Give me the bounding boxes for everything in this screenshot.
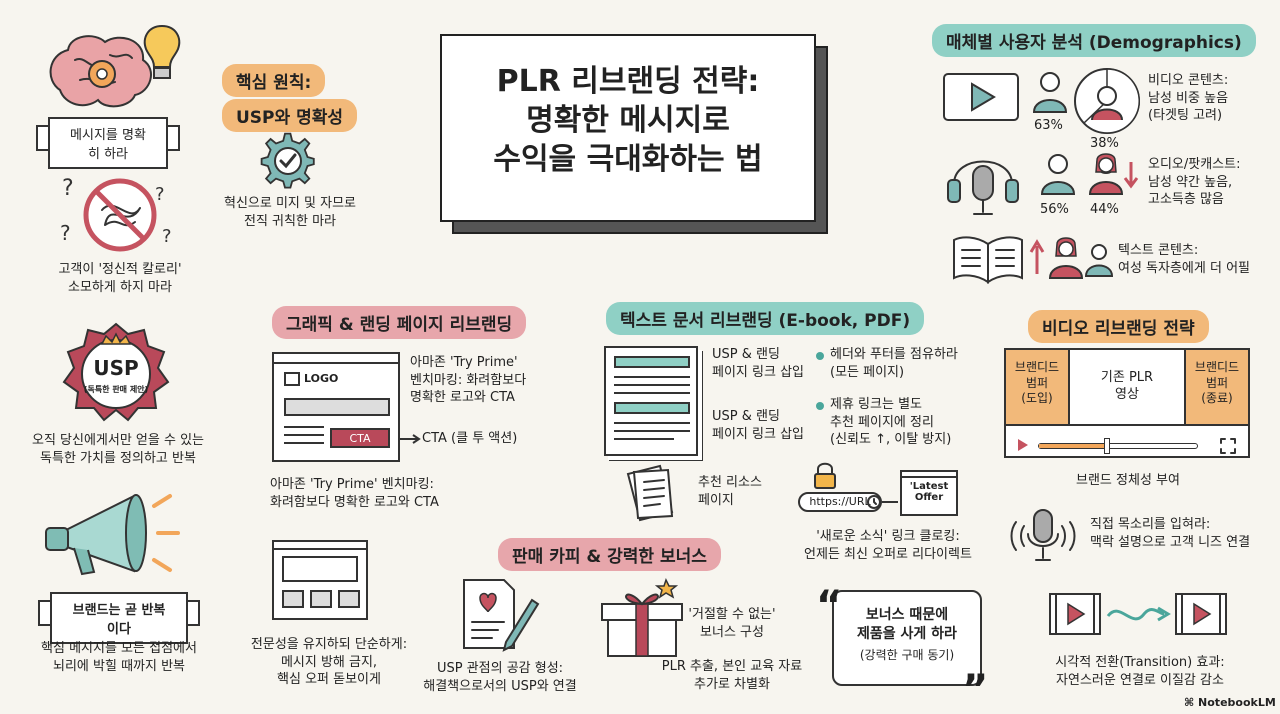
simple-caption: 전문성을 유지하되 단순하게: 메시지 방해 금지, 핵심 오퍼 돋보이게 xyxy=(250,637,408,688)
graphic-bottom-text: 아마존 'Try Prime' 벤치마킹: 화려함보다 명확한 로고와 CTA xyxy=(270,477,439,510)
text-docs-heading: 텍스트 문서 리브랜딩 (E-book, PDF) xyxy=(606,302,925,335)
demographics-heading: 매체별 사용자 분석 (Demographics) xyxy=(932,24,1256,57)
video-male-pct: 63% xyxy=(1034,118,1063,133)
quote-box: 보너스 때문에 제품을 사게 하라 (강력한 구매 동기) xyxy=(832,590,982,686)
up-arrow-icon xyxy=(1029,239,1045,274)
video-gender-pie xyxy=(1074,68,1140,134)
fullscreen-icon[interactable] xyxy=(1220,438,1236,454)
svg-text:?: ? xyxy=(62,176,74,201)
progress-handle[interactable] xyxy=(1104,438,1110,454)
cta-label: CTA (클 투 액션) xyxy=(422,431,518,446)
core-caption: 혁신으로 미지 및 자므로 전직 귀칙한 마라 xyxy=(224,196,356,229)
gear-check-icon xyxy=(260,132,315,189)
usp-badge xyxy=(62,322,170,422)
open-book-icon xyxy=(953,236,1023,284)
video-female-pct: 38% xyxy=(1090,136,1119,151)
landing-page-mockup: LOGO CTA xyxy=(272,352,400,462)
megaphone-icon xyxy=(45,494,180,576)
ribbon-brand-repeat: 브랜드는 곧 반복이다 xyxy=(38,592,200,644)
voice-mic-icon xyxy=(1010,509,1076,561)
title-line2: 명확한 메시지로 xyxy=(526,103,730,138)
lock-icon xyxy=(814,462,836,489)
gift-box-icon xyxy=(601,578,683,657)
ribbon-clear-message: 메시지를 명확히 하라 xyxy=(36,117,180,169)
progress-bar[interactable] xyxy=(1038,443,1198,449)
contract-pen-icon xyxy=(463,579,540,652)
simple-layout-mockup xyxy=(272,540,368,620)
logo-label: LOGO xyxy=(304,372,339,385)
graphic-heading: 그래픽 & 랜딩 페이지 리브랜딩 xyxy=(272,306,527,339)
transition-icon xyxy=(1049,593,1227,635)
female-user-icon-audio xyxy=(1088,153,1124,195)
bullet-dot-1 xyxy=(816,352,824,360)
audio-male-pct: 56% xyxy=(1040,202,1069,217)
voice-caption: 직접 목소리를 입혀라: 맥락 설명으로 고객 니즈 연결 xyxy=(1090,517,1251,550)
video-play-icon xyxy=(943,73,1019,121)
quote-close-icon: ” xyxy=(962,667,989,713)
down-arrow-icon xyxy=(1123,162,1139,189)
lightbulb-icon xyxy=(143,24,181,79)
graphic-side-text: 아마존 'Try Prime' 벤치마킹: 화려함보다 명확한 로고와 CTA xyxy=(410,355,527,406)
svg-text:?: ? xyxy=(60,221,71,245)
url-pill[interactable]: https://URL xyxy=(798,492,882,512)
original-video: 기존 PLR 영상 xyxy=(1100,370,1154,402)
notebooklm-brand: ⌘ NotebookLM xyxy=(1184,696,1276,709)
male-user-icon-audio xyxy=(1040,154,1076,195)
papers-icon xyxy=(626,464,674,522)
news-cloaking-caption: '새로운 소식' 링크 클로킹: 언제든 최신 오퍼로 리다이렉트 xyxy=(804,529,972,562)
audio-female-pct: 44% xyxy=(1090,202,1119,217)
calorie-caption: 고객이 '정신적 칼로리' 소모하게 하지 마라 xyxy=(58,262,182,295)
usp-badge-label: USP xyxy=(93,356,139,380)
quote-open-icon: “ xyxy=(816,583,843,629)
usp-badge-sub: (독특한 판매 제안) xyxy=(83,385,149,394)
title-line3: 수익을 극대화하는 법 xyxy=(493,142,763,177)
usp-caption: 오직 당신에게서만 얻을 수 있는 독특한 가치를 정의하고 반복 xyxy=(31,433,204,466)
bullet-dot-2 xyxy=(816,402,824,410)
male-user-icon-video xyxy=(1032,72,1068,113)
insert-link-1: USP & 랜딩 페이지 링크 삽입 xyxy=(712,347,804,380)
male-user-icon-text xyxy=(1084,244,1114,277)
intro-bumper: 브랜디드 범퍼 (도입) xyxy=(1006,350,1070,424)
bullet-affiliate: 제휴 링크는 별도 추천 페이지에 정리 (신뢰도 ↑, 이탈 방지) xyxy=(830,397,952,448)
video-identity-caption: 브랜드 정체성 부여 xyxy=(1076,473,1180,488)
insert-link-2: USP & 랜딩 페이지 링크 삽입 xyxy=(712,409,804,442)
document-mockup xyxy=(604,346,698,456)
video-demographic-text: 비디오 콘텐츠: 남성 비중 높음 (타겟팅 고려) xyxy=(1148,73,1229,124)
brain-icon xyxy=(49,35,153,108)
notebooklm-logo-icon: ⌘ xyxy=(1184,696,1199,709)
plr-extraction-caption: PLR 추출, 본인 교육 자료 추가로 차별화 xyxy=(661,659,803,692)
sales-usp-caption: USP 관점의 공감 형성: 해결책으로서의 USP와 연결 xyxy=(423,661,577,694)
svg-text:?: ? xyxy=(155,184,165,205)
text-demographic-text: 텍스트 콘텐츠: 여성 독자층에게 더 어필 xyxy=(1118,243,1250,276)
latest-offer-window: 'Latest Offer xyxy=(900,470,958,516)
cta-arrow xyxy=(398,434,421,444)
bonus-composition: '거절할 수 없는' 보너스 구성 xyxy=(688,607,776,640)
headphone-mic-icon xyxy=(947,160,1019,215)
clock-arrow-icon xyxy=(867,495,898,509)
female-user-icon-text xyxy=(1048,237,1084,279)
svg-text:?: ? xyxy=(162,226,172,247)
title-box: PLR 리브랜딩 전략: 명확한 메시지로 수익을 극대화하는 법 xyxy=(440,34,828,234)
video-heading: 비디오 리브랜딩 전략 xyxy=(1028,310,1209,343)
transition-caption: 시각적 전환(Transition) 효과: 자연스러운 연결로 이질감 감소 xyxy=(1055,655,1225,688)
repeat-caption: 핵심 메시지를 모든 접점에서 뇌리에 박힐 때까지 반복 xyxy=(41,641,197,674)
audio-demographic-text: 오디오/팟캐스트: 남성 약간 높음, 고소득층 많음 xyxy=(1148,157,1241,208)
resource-page-caption: 추천 리소스 페이지 xyxy=(698,475,762,508)
bullet-header-footer: 헤더와 푸터를 점유하라 (모든 페이지) xyxy=(830,347,958,380)
cta-button[interactable]: CTA xyxy=(330,428,390,448)
outro-bumper: 브랜디드 범퍼 (종료) xyxy=(1184,350,1248,424)
core-heading: 핵심 원칙: USP와 명확성 xyxy=(222,64,357,132)
no-tangle-icon: ? ? ? ? xyxy=(60,176,172,252)
sales-heading: 판매 카피 & 강력한 보너스 xyxy=(498,538,721,571)
title-line1: PLR 리브랜딩 전략: xyxy=(496,64,760,99)
video-timeline: 브랜디드 범퍼 (도입) 기존 PLR 영상 브랜디드 범퍼 (종료) xyxy=(1004,348,1250,458)
play-control-icon[interactable] xyxy=(1016,438,1030,452)
